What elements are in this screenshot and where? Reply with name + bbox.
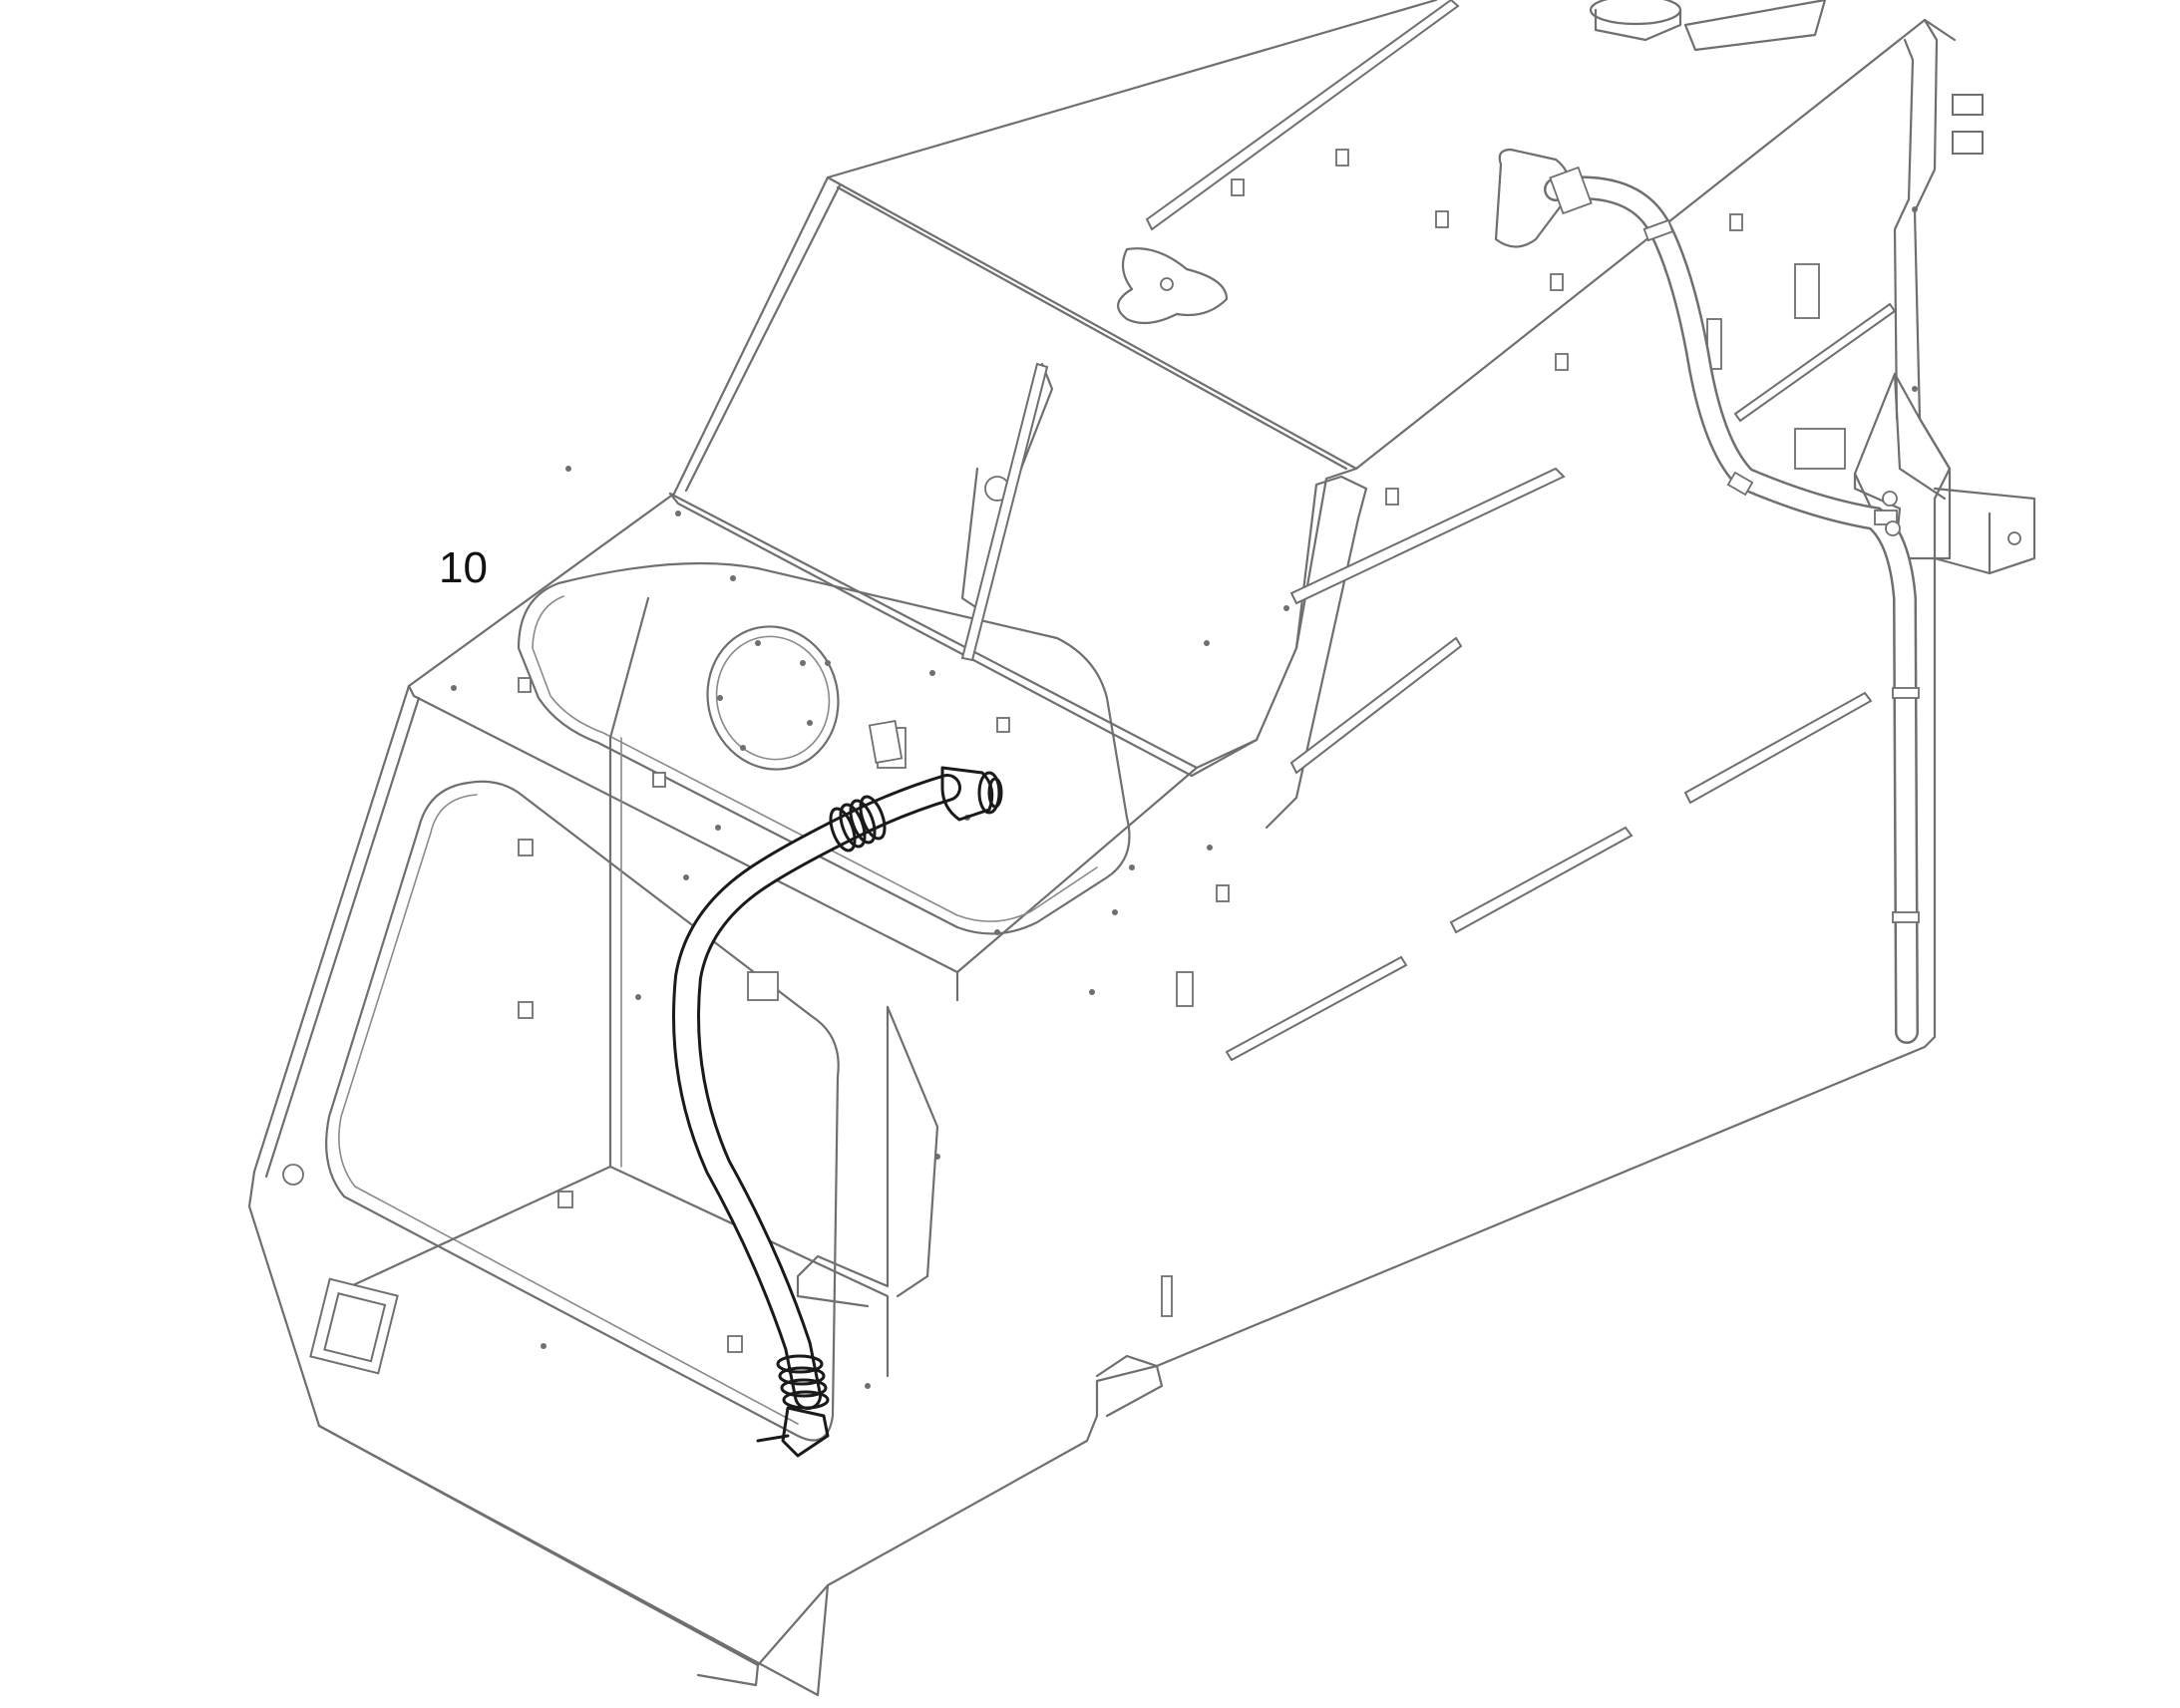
callout-10: 10 [439,543,488,592]
mounting-studs [518,149,1846,1353]
fuel-suction-hose [672,766,1003,1458]
machine-frame [247,0,2036,1697]
frame-holes [451,206,1918,1389]
return-hose [1494,148,1920,1044]
frame-ribs [960,0,1897,1062]
tank-cover-plate [706,625,904,771]
